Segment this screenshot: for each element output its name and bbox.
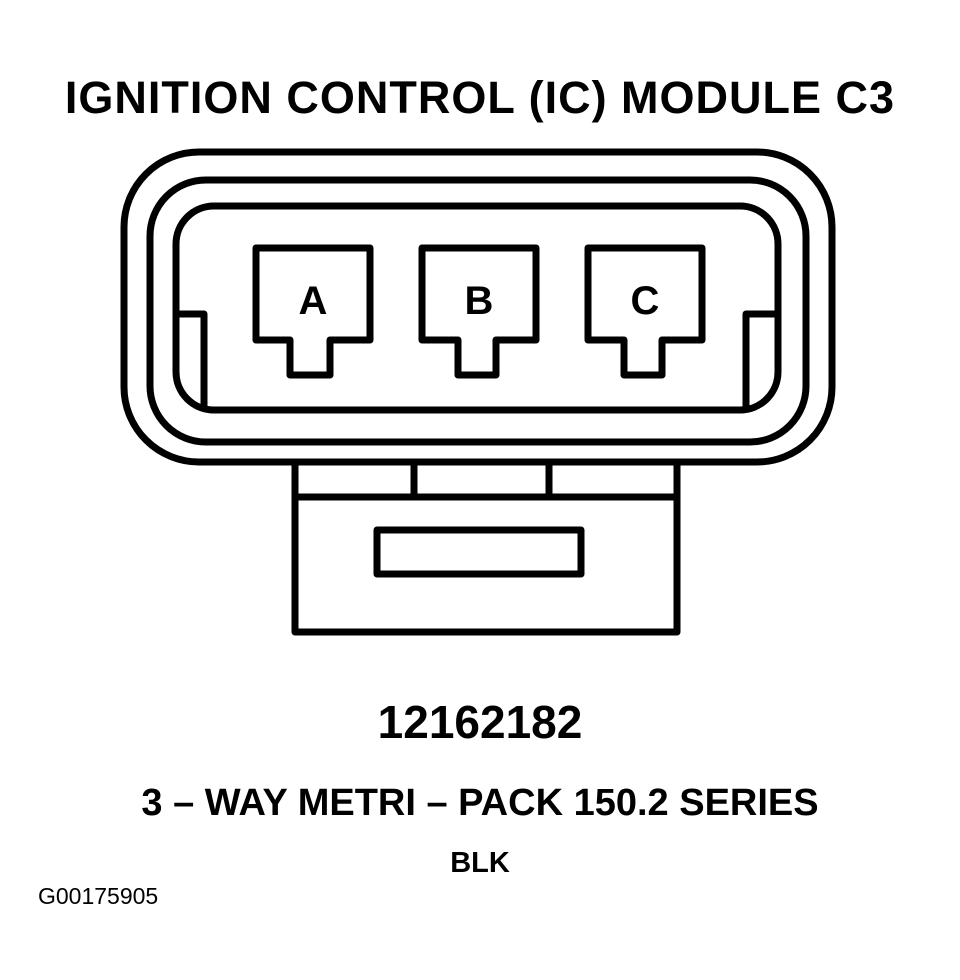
terminal-cavity-a [252,244,374,379]
right-key-rib [742,310,778,410]
terminal-cavity-c [584,244,706,379]
connector-inner-shroud [146,176,810,446]
connector-series: 3 – WAY METRI – PACK 150.2 SERIES [141,782,819,824]
pin-label-b: B [465,279,494,323]
terminal-cavity-b [418,244,540,379]
pin-label-a: A [299,279,328,323]
figure-id: G00175905 [38,883,159,909]
part-number: 12162182 [377,696,583,748]
diagram-title: IGNITION CONTROL (IC) MODULE C3 [64,72,896,123]
connector-cavity [172,202,782,414]
pin-label-c: C [631,279,660,323]
lock-tab-slot [373,526,585,578]
lock-tab-body [291,458,681,636]
left-key-rib [176,310,208,410]
connector-color: BLK [450,847,510,879]
